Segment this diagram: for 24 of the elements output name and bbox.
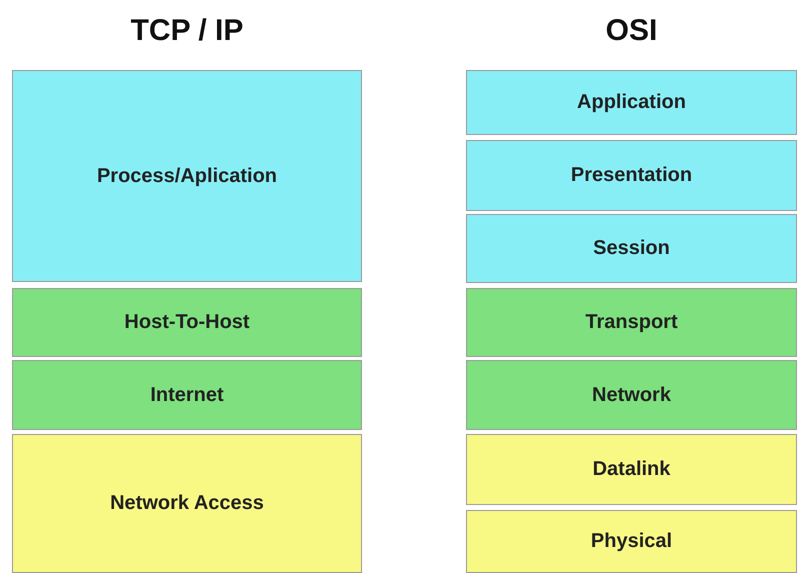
layer-box [12,434,362,573]
layer-box [466,360,797,430]
layer-box [12,360,362,430]
layer-name: Application [577,91,686,114]
layer-name: Physical [590,530,672,553]
layer-name: Process/Aplication [96,164,278,188]
layer-name: Datalink [592,458,670,481]
layer-name: Presentation [570,164,692,187]
layer-name: Network Access [110,492,264,515]
layer-box [466,510,797,573]
layer-box [12,288,362,357]
layer-name: Session [593,237,670,260]
layer-box [12,70,362,282]
layer-box [466,288,797,357]
layer-name: Network [592,384,671,406]
layer-box [466,434,797,505]
layer-name: Internet [150,384,224,406]
layer-box [466,140,797,211]
layer-box [466,214,797,283]
column-heading: TCP / IP [130,14,244,48]
layer-name: Host-To-Host [124,311,250,334]
layer-name: Transport [585,311,678,334]
layer-box [466,70,797,135]
column-heading: OSI [604,14,658,48]
